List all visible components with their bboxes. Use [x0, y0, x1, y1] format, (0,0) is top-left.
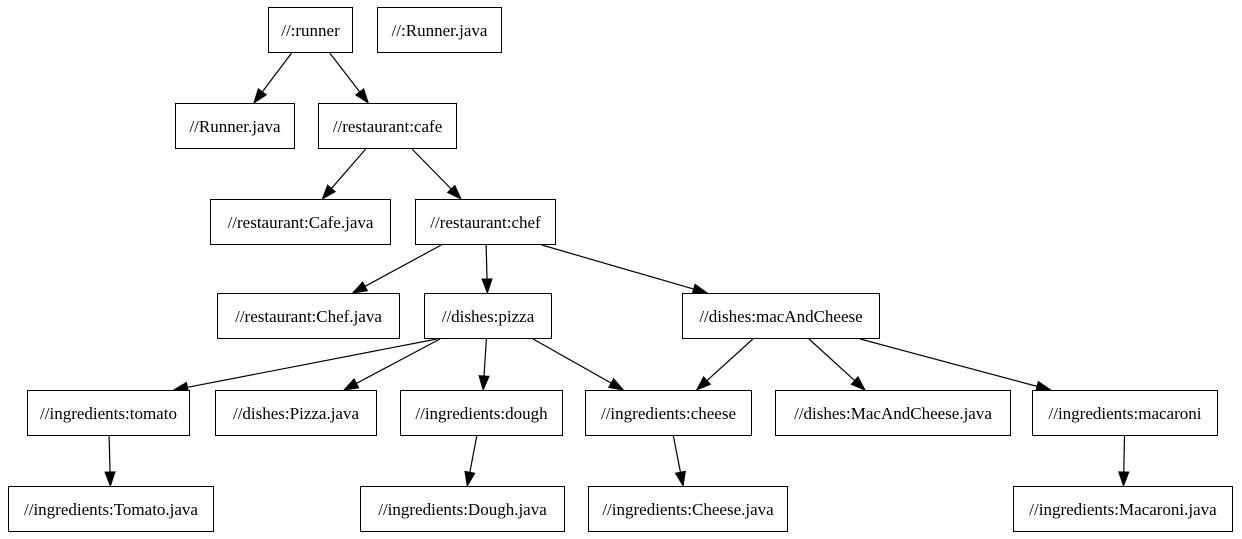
graph-edge-mac-and-cheese-to-mac-and-cheese-java	[808, 338, 856, 382]
graph-edge-runner-to-cafe	[329, 52, 361, 93]
graph-node-cafe: //restaurant:cafe	[318, 103, 457, 149]
graph-edge-tomato-to-tomato-java	[108, 435, 111, 473]
graph-arrowhead-mac-and-cheese-to-cheese	[695, 376, 712, 391]
graph-node-pizza: //dishes:pizza	[424, 293, 552, 339]
graph-edge-cheese-to-cheese-java	[672, 435, 682, 473]
graph-edge-runner-to-runner-java	[261, 52, 293, 93]
graph-edge-macaroni-to-macaroni-java	[1123, 435, 1126, 473]
graph-arrowhead-macaroni-to-macaroni-java	[1118, 471, 1130, 488]
graph-node-runner-java-file: //:Runner.java	[377, 7, 502, 53]
graph-arrowhead-dough-to-dough-java	[464, 470, 476, 488]
graph-edge-dough-to-dough-java	[469, 435, 478, 473]
graph-arrowhead-pizza-to-dough	[478, 375, 490, 392]
graph-arrowhead-runner-to-cafe	[354, 88, 370, 105]
graph-arrowhead-runner-to-runner-java	[252, 87, 268, 105]
graph-node-macaroni-java: //ingredients:Macaroni.java	[1013, 486, 1233, 532]
graph-node-chef: //restaurant:chef	[415, 199, 556, 245]
graph-edge-chef-to-pizza	[485, 244, 488, 280]
graph-edge-chef-to-mac-and-cheese	[541, 244, 694, 290]
graph-arrowhead-chef-to-pizza	[481, 278, 493, 295]
graph-node-mac-and-cheese-java: //dishes:MacAndCheese.java	[775, 390, 1011, 436]
graph-edge-chef-to-chef-java	[364, 244, 442, 287]
graph-node-cheese-java: //ingredients:Cheese.java	[588, 486, 788, 532]
graph-edge-pizza-to-cheese	[532, 338, 612, 384]
graph-edge-pizza-to-pizza-java	[356, 338, 441, 384]
graph-arrowhead-mac-and-cheese-to-mac-and-cheese-java	[850, 376, 867, 392]
graph-arrowhead-pizza-to-pizza-java	[342, 378, 360, 391]
graph-node-macaroni: //ingredients:macaroni	[1032, 390, 1218, 436]
graph-node-tomato: //ingredients:tomato	[27, 390, 190, 436]
graph-node-runner: //:runner	[268, 7, 353, 53]
graph-arrowhead-cheese-to-cheese-java	[674, 470, 686, 488]
graph-edge-cafe-to-chef	[411, 148, 452, 190]
graph-edge-mac-and-cheese-to-macaroni	[860, 338, 1038, 387]
graph-node-dough-java: //ingredients:Dough.java	[360, 486, 565, 532]
graph-node-tomato-java: //ingredients:Tomato.java	[8, 486, 214, 532]
graph-node-pizza-java: //dishes:Pizza.java	[215, 390, 377, 436]
graph-node-mac-and-cheese: //dishes:macAndCheese	[682, 293, 880, 339]
graph-arrowhead-cafe-to-chef	[446, 184, 463, 201]
graph-edge-cafe-to-cafe-java	[330, 148, 367, 189]
graph-arrowhead-pizza-to-cheese	[607, 377, 625, 391]
graph-arrowhead-cafe-to-cafe-java	[321, 184, 337, 201]
graph-node-dough: //ingredients:dough	[400, 390, 563, 436]
graph-edge-pizza-to-tomato	[187, 338, 437, 388]
graph-node-cafe-java: //restaurant:Cafe.java	[210, 199, 391, 245]
graph-edge-mac-and-cheese-to-cheese	[706, 338, 754, 382]
graph-node-runner-java: //Runner.java	[175, 103, 295, 149]
graph-node-cheese: //ingredients:cheese	[585, 390, 752, 436]
graph-arrowhead-chef-to-chef-java	[351, 281, 369, 294]
graph-edge-pizza-to-dough	[483, 338, 487, 377]
graph-arrowhead-tomato-to-tomato-java	[104, 471, 116, 488]
graph-node-chef-java: //restaurant:Chef.java	[217, 293, 400, 339]
